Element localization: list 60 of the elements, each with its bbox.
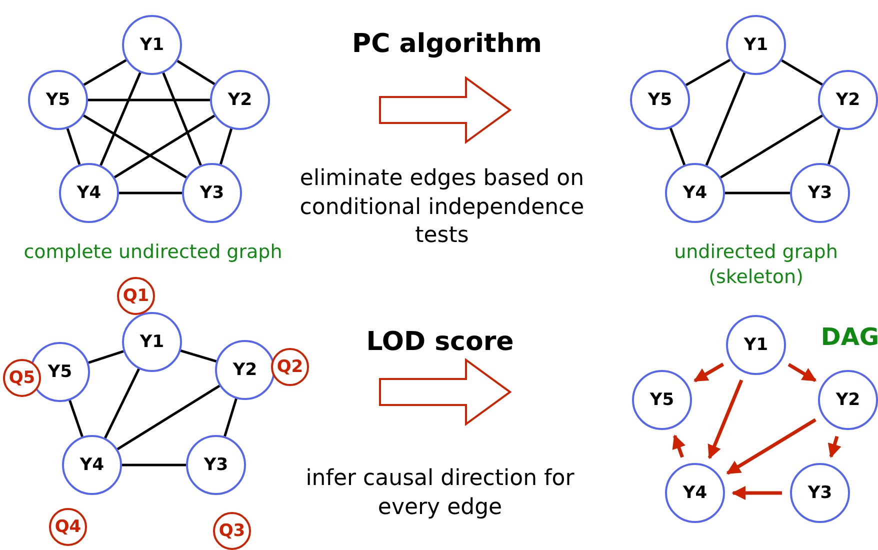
qtl-circle: Q1 bbox=[117, 277, 155, 315]
edge-line bbox=[669, 128, 686, 166]
variable-circle: Y5 bbox=[28, 70, 88, 130]
variable-circle: Y4 bbox=[665, 463, 725, 523]
edge-line bbox=[114, 114, 216, 178]
arrow bbox=[732, 486, 782, 500]
edge-line bbox=[88, 98, 210, 102]
variable-circle: Y5 bbox=[632, 370, 692, 430]
arrow bbox=[828, 436, 842, 458]
variable-circle: Y3 bbox=[186, 435, 246, 495]
description-text: infer causal direction for every edge bbox=[304, 465, 576, 522]
graph-caption: undirected graph (skeleton) bbox=[673, 240, 839, 290]
arrow bbox=[788, 363, 817, 382]
variable-circle: Y1 bbox=[726, 315, 786, 375]
method-title: PC algorithm bbox=[351, 28, 543, 61]
variable-circle: Y2 bbox=[818, 370, 878, 430]
edge-line bbox=[68, 400, 84, 438]
graph-caption: complete undirected graph bbox=[22, 240, 284, 265]
variable-circle: Y4 bbox=[665, 163, 725, 223]
qtl-circle: Q4 bbox=[49, 508, 87, 546]
edge-line bbox=[83, 59, 127, 86]
edge-line bbox=[88, 350, 124, 364]
edge-line bbox=[720, 114, 824, 178]
edge-line bbox=[685, 58, 731, 86]
variable-circle: Y1 bbox=[122, 15, 182, 75]
edge-line bbox=[116, 384, 220, 450]
variable-circle: Y1 bbox=[726, 15, 786, 75]
qtl-circle: Q3 bbox=[213, 512, 251, 550]
arrow bbox=[694, 362, 724, 382]
method-title: LOD score bbox=[365, 326, 515, 359]
variable-circle: Y4 bbox=[59, 163, 119, 223]
edge-line bbox=[119, 192, 182, 194]
edge-line bbox=[180, 349, 217, 363]
edge-line bbox=[176, 60, 216, 86]
edge-line bbox=[781, 59, 823, 86]
edge-line bbox=[122, 464, 186, 466]
variable-circle: Y4 bbox=[62, 435, 122, 495]
variable-circle: Y3 bbox=[790, 463, 850, 523]
edge-line bbox=[66, 128, 81, 165]
arrow bbox=[672, 434, 686, 458]
edge-line bbox=[162, 72, 202, 166]
variable-circle: Y3 bbox=[790, 163, 850, 223]
variable-circle: Y5 bbox=[630, 70, 690, 130]
edge-line bbox=[83, 114, 187, 179]
qtl-circle: Q2 bbox=[271, 348, 309, 386]
variable-circle: Y2 bbox=[818, 70, 878, 130]
edge-line bbox=[224, 398, 238, 437]
qtl-circle: Q5 bbox=[3, 359, 41, 397]
arrow bbox=[726, 418, 816, 475]
edge-line bbox=[219, 128, 233, 165]
edge-line bbox=[725, 192, 790, 194]
edge-line bbox=[104, 368, 140, 439]
edge-line bbox=[705, 72, 746, 166]
variable-circle: Y2 bbox=[210, 70, 270, 130]
graph-caption: DAG bbox=[820, 322, 878, 353]
edge-line bbox=[100, 72, 142, 166]
description-text: eliminate edges based on conditional independence tests bbox=[298, 165, 586, 250]
arrow bbox=[708, 379, 744, 460]
edge-line bbox=[827, 128, 841, 165]
variable-circle: Y3 bbox=[182, 163, 242, 223]
